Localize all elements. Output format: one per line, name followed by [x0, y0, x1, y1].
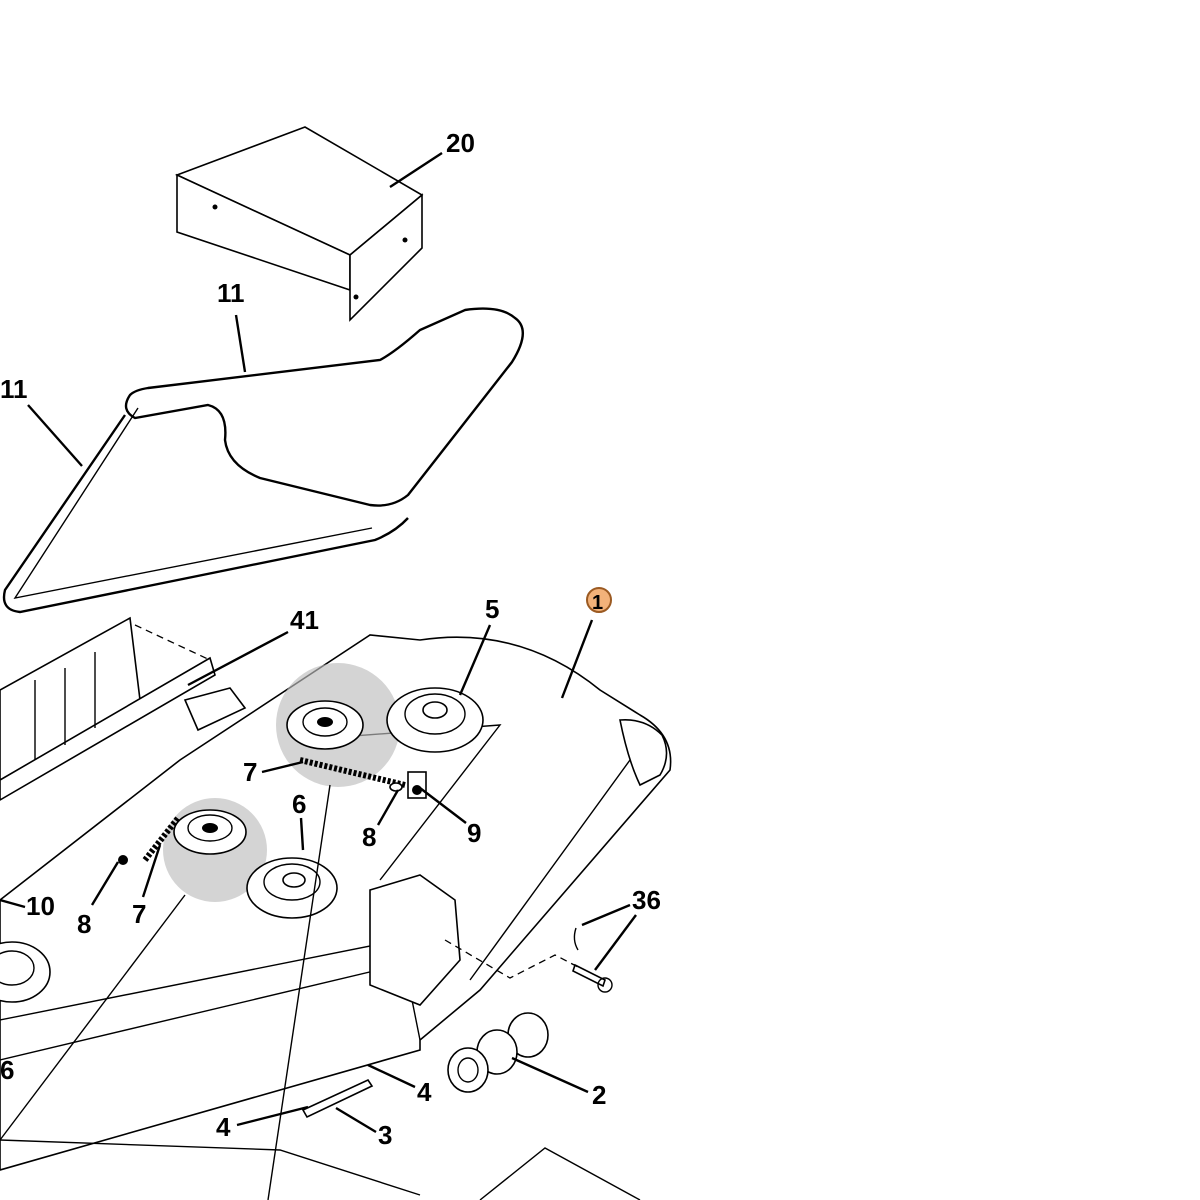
washer-8-upper[interactable]	[389, 782, 403, 792]
callout-7-upper[interactable]: 7	[243, 757, 257, 787]
callout-2[interactable]: 2	[592, 1080, 606, 1110]
callout-36[interactable]: 36	[632, 885, 661, 915]
bolt-9[interactable]	[407, 771, 427, 799]
highlight-marker	[586, 587, 612, 613]
callout-11-top[interactable]: 11	[217, 278, 245, 308]
callout-10[interactable]: 10	[26, 891, 55, 921]
callout-leaders	[0, 151, 637, 1134]
mower-deck[interactable]	[0, 634, 672, 1200]
callout-9[interactable]: 9	[467, 818, 481, 848]
deck-baffle[interactable]	[0, 616, 216, 801]
callout-8-upper[interactable]: 8	[362, 822, 376, 852]
belt-cover-shield[interactable]	[174, 126, 424, 322]
pulley-5[interactable]	[386, 687, 484, 753]
callout-labels: 20 11 11 41 5 1 7 6 8 9 10 8 7 36 6 4 2 …	[0, 128, 661, 1150]
callout-8-lower[interactable]: 8	[77, 909, 91, 939]
drive-belt[interactable]	[2, 307, 524, 614]
callout-11-left[interactable]: 11	[0, 374, 28, 404]
callout-5[interactable]: 5	[485, 594, 499, 624]
callout-20[interactable]: 20	[446, 128, 475, 158]
idler-pulley-lower[interactable]	[173, 809, 247, 855]
gauge-wheels[interactable]	[447, 1012, 549, 1093]
idler-pulley-upper[interactable]	[286, 700, 364, 750]
callout-6-lower[interactable]: 6	[0, 1055, 14, 1085]
callout-1[interactable]: 1	[592, 592, 603, 614]
axle-pin[interactable]	[301, 1078, 374, 1119]
pulley-6[interactable]	[246, 857, 338, 919]
callout-7-lower[interactable]: 7	[132, 899, 146, 929]
callout-3[interactable]: 3	[378, 1120, 392, 1150]
callout-4-right[interactable]: 4	[417, 1077, 432, 1107]
callout-6-upper[interactable]: 6	[292, 789, 306, 819]
tension-spring-upper[interactable]	[299, 757, 406, 788]
clevis-pin[interactable]	[444, 927, 613, 993]
tension-spring-lower[interactable]	[142, 816, 181, 862]
pulley-left-edge[interactable]	[0, 941, 51, 1003]
nut-8-lower[interactable]	[118, 855, 128, 865]
callout-41[interactable]: 41	[290, 605, 319, 635]
callout-4-left[interactable]: 4	[216, 1112, 231, 1142]
